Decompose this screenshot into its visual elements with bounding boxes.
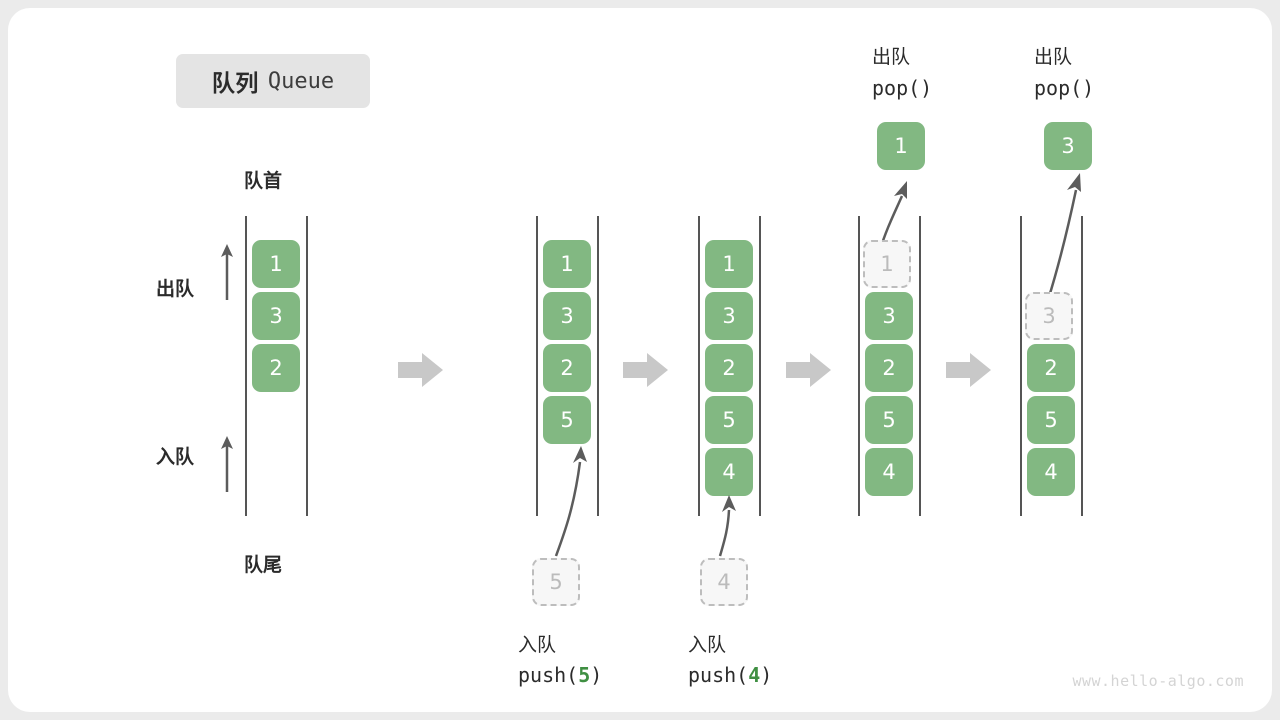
push-caption-cn: 入队 bbox=[688, 635, 727, 656]
queue-cell: 2 bbox=[252, 344, 300, 392]
queue-rail-right-col0 bbox=[306, 216, 308, 516]
queue-cell: 1 bbox=[252, 240, 300, 288]
dequeue-direction-label: 出队 bbox=[156, 279, 195, 300]
watermark: www.hello-algo.com bbox=[1072, 672, 1244, 690]
queue-rail-left-col2 bbox=[698, 216, 700, 516]
queue-cell: 5 bbox=[705, 396, 753, 444]
step-arrow-icon bbox=[946, 353, 991, 387]
queue-cell: 2 bbox=[1027, 344, 1075, 392]
popped-cell: 3 bbox=[1044, 122, 1092, 170]
dequeue-up-arrow-icon bbox=[221, 244, 233, 300]
pop-caption-cn: 出队 bbox=[1034, 47, 1073, 68]
queue-cell: 3 bbox=[865, 292, 913, 340]
queue-rail-left-col4 bbox=[1020, 216, 1022, 516]
queue-cell: 1 bbox=[543, 240, 591, 288]
queue-cell: 2 bbox=[865, 344, 913, 392]
queue-head-label: 队首 bbox=[244, 171, 283, 192]
queue-cell: 2 bbox=[543, 344, 591, 392]
push-code-value: 5 bbox=[578, 663, 591, 687]
step-arrow-icon bbox=[623, 353, 668, 387]
push-caption-cn: 入队 bbox=[518, 635, 557, 656]
queue-cell: 3 bbox=[252, 292, 300, 340]
push-code-prefix: push( bbox=[518, 663, 579, 687]
pop-caption-code: pop() bbox=[872, 76, 933, 100]
push-arrow-icon bbox=[554, 446, 587, 557]
queue-cell: 2 bbox=[705, 344, 753, 392]
title-badge: 队列 Queue bbox=[176, 54, 370, 108]
push-caption-code: push(4) bbox=[688, 663, 772, 687]
queue-cell-ghost-incoming: 4 bbox=[700, 558, 748, 606]
push-caption-code: push(5) bbox=[518, 663, 602, 687]
queue-cell-ghost-removed: 3 bbox=[1025, 292, 1073, 340]
push-code-suffix: ) bbox=[590, 663, 603, 687]
push-arrow-icon bbox=[718, 495, 736, 557]
queue-rail-right-col4 bbox=[1081, 216, 1083, 516]
queue-cell: 1 bbox=[705, 240, 753, 288]
popped-cell: 1 bbox=[877, 122, 925, 170]
queue-cell-new: 5 bbox=[543, 396, 591, 444]
push-code-suffix: ) bbox=[760, 663, 773, 687]
pop-arrow-icon bbox=[1046, 173, 1081, 301]
step-arrow-icon bbox=[398, 353, 443, 387]
queue-cell: 3 bbox=[543, 292, 591, 340]
diagram-card: 队列 Queue 队首 队尾 出队 入队 1 3 2 1 3 2 5 bbox=[8, 8, 1272, 712]
queue-rail-left-col1 bbox=[536, 216, 538, 516]
queue-cell-ghost-removed: 1 bbox=[863, 240, 911, 288]
queue-rail-left-col3 bbox=[858, 216, 860, 516]
queue-tail-label: 队尾 bbox=[244, 555, 283, 576]
queue-cell: 5 bbox=[865, 396, 913, 444]
pop-caption-code: pop() bbox=[1034, 76, 1095, 100]
title-chinese: 队列 bbox=[211, 70, 259, 96]
push-code-prefix: push( bbox=[688, 663, 749, 687]
pop-caption-cn: 出队 bbox=[872, 47, 911, 68]
title-english: Queue bbox=[267, 68, 335, 94]
enqueue-direction-label: 入队 bbox=[156, 447, 195, 468]
queue-rail-left-col0 bbox=[245, 216, 247, 516]
queue-rail-right-col2 bbox=[759, 216, 761, 516]
push-code-value: 4 bbox=[748, 663, 761, 687]
queue-cell: 3 bbox=[705, 292, 753, 340]
queue-cell: 4 bbox=[865, 448, 913, 496]
queue-rail-right-col1 bbox=[597, 216, 599, 516]
queue-cell-new: 4 bbox=[705, 448, 753, 496]
queue-rail-right-col3 bbox=[919, 216, 921, 516]
queue-cell-ghost-incoming: 5 bbox=[532, 558, 580, 606]
enqueue-up-arrow-icon bbox=[221, 436, 233, 492]
step-arrow-icon bbox=[786, 353, 831, 387]
queue-cell: 4 bbox=[1027, 448, 1075, 496]
queue-cell: 5 bbox=[1027, 396, 1075, 444]
